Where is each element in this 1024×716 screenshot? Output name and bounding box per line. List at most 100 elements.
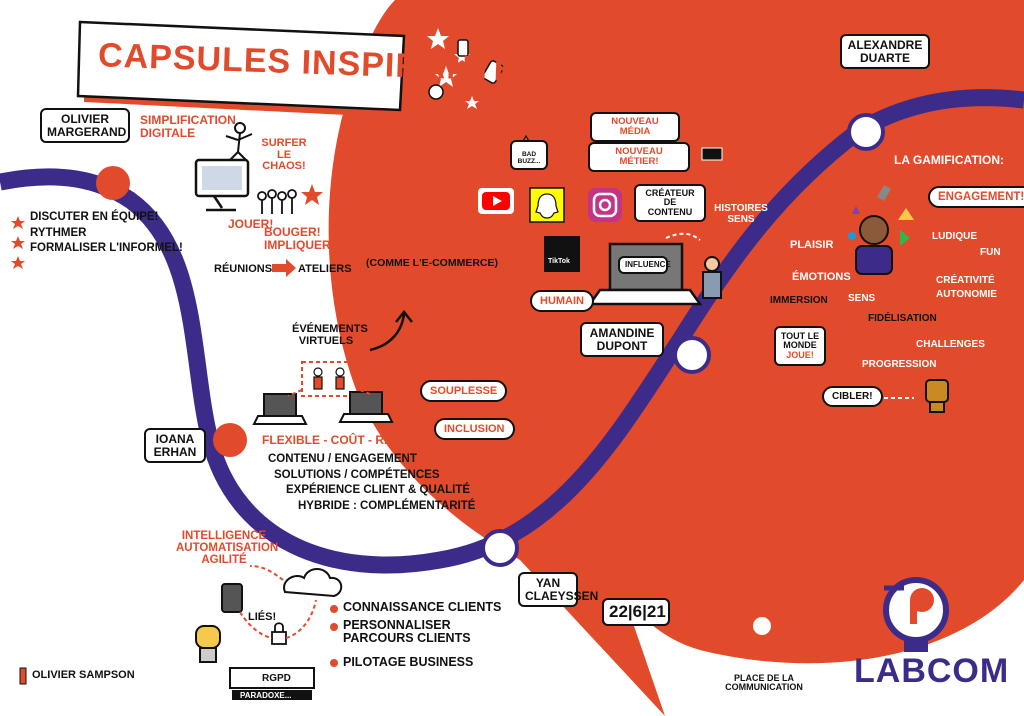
speaker-amandine: AMANDINE DUPONT [580, 322, 664, 358]
word-emotions: ÉMOTIONS [792, 271, 851, 283]
humain-pill: HUMAIN [530, 290, 594, 312]
word-challenges: CHALLENGES [916, 339, 985, 350]
scale-icon [229, 667, 315, 700]
reunions-label: RÉUNIONS [214, 263, 273, 275]
bullet-dots [330, 605, 338, 667]
nouveau-media-note: NOUVEAU MÉDIA [590, 112, 680, 142]
snapchat-icon [529, 187, 565, 223]
trophy-icon [925, 379, 949, 413]
nouveau-metier-note: NOUVEAU MÉTIER! [588, 142, 690, 172]
rgpd-label: RGPD [262, 673, 291, 684]
node-olivier [96, 166, 130, 200]
crowd-icon [257, 189, 297, 214]
ateliers-label: ATELIERS [298, 263, 352, 275]
game-shapes-icon [848, 184, 914, 246]
pen-icon [19, 667, 27, 685]
evenements-label: ÉVÉNEMENTS VIRTUELS [292, 323, 368, 347]
word-sens: SENS [848, 293, 876, 304]
paradoxe-label: PARADOXE... [240, 691, 292, 700]
tablet-icon [221, 583, 243, 613]
histoires-label: HISTOIRES SENS [714, 203, 768, 225]
star-icon [11, 236, 25, 249]
bad-buzz-note: BAD BUZZ... [510, 140, 548, 170]
laptop-right-icon [338, 391, 394, 423]
intelligence-label: INTELLIGENCE AUTOMATISATION AGILITÉ [176, 530, 279, 567]
tout-le-monde-text: TOUT LE MONDE [780, 331, 820, 351]
people-icon [313, 367, 345, 390]
list-item: RYTHMER [30, 226, 87, 239]
word-plaisir: PLAISIR [790, 239, 834, 251]
lies-label: LIÉS! [248, 611, 277, 623]
cibler-pill: CIBLER! [822, 386, 883, 407]
speaker-yan: YAN CLAEYSSEN [518, 572, 598, 608]
speaker-ioana: IOANA ERHAN [144, 428, 206, 464]
date-badge: 22|6|21 [602, 598, 670, 626]
flexible-label: FLEXIBLE - COÛT - REACH [262, 433, 418, 447]
gamification-label: LA GAMIFICATION: [894, 153, 1004, 167]
timeline-curve [0, 89, 1024, 574]
arrow-right-icon [272, 259, 296, 277]
cloud-icon [283, 568, 343, 598]
tiktok-label: TikTok [548, 258, 570, 265]
node-alexandre [847, 113, 885, 151]
dashed-connectors [287, 389, 371, 397]
surfer-figure-icon [225, 122, 253, 161]
list-item: SOLUTIONS / COMPÉTENCES [274, 468, 440, 481]
star-icon [11, 256, 25, 269]
jouer-label: JOUER! [228, 217, 274, 231]
usb-stick-icon [457, 39, 504, 84]
createur-note: CRÉATEUR DE CONTENU [634, 184, 706, 223]
place-logo-mark [740, 608, 784, 656]
ecommerce-label: (COMME L'E-COMMERCE) [366, 257, 498, 269]
inclusion-pill: INCLUSION [434, 418, 515, 440]
person-icon [702, 256, 722, 299]
word-fun: FUN [980, 247, 1001, 258]
lightbulb-icon [428, 84, 444, 100]
word-creativite: CRÉATIVITÉ [936, 275, 995, 286]
olivier-list: DISCUTER EN ÉQUIPE! RYTHMER FORMALISER L… [30, 210, 183, 257]
star-icon [301, 184, 323, 205]
word-ludique: LUDIQUE [932, 231, 977, 242]
influence-screen: INFLUENCE [618, 256, 671, 275]
lock-icon [271, 622, 287, 645]
speaker-olivier: OLIVIER MARGERAND [40, 108, 130, 144]
title-banner-shape [76, 20, 412, 118]
node-ioana [213, 423, 247, 457]
lightbulb-large-icon [195, 625, 221, 663]
dashed-links [239, 565, 317, 639]
word-progression: PROGRESSION [862, 359, 937, 370]
list-item: CONTENU / ENGAGEMENT [268, 453, 417, 465]
yan-item-1: CONNAISSANCE CLIENTS [343, 600, 502, 614]
engagement-pill: ENGAGEMENT! [928, 186, 1024, 208]
place-logo-text: PLACE DE LA COMMUNICATION [725, 673, 803, 693]
node-amandine [673, 336, 711, 374]
surfer-label: SURFER LE CHAOS! [261, 137, 307, 173]
souplesse-pill: SOUPLESSE [420, 380, 508, 402]
list-item: FORMALISER L'INFORMEL! [30, 242, 183, 255]
word-fidelisation: FIDÉLISATION [868, 313, 937, 324]
simplification-label: SIMPLIFICATION DIGITALE [140, 113, 236, 140]
dashed-arrow [665, 232, 701, 241]
bouger-label: BOUGER! IMPLIQUER! [264, 225, 335, 252]
instagram-icon [588, 188, 622, 222]
film-icon [701, 147, 723, 161]
tout-le-monde-note: TOUT LE MONDE JOUE! [774, 326, 826, 367]
author-signature: OLIVIER SAMPSON [32, 669, 135, 681]
hausse-label: EN HAUSSE ET POUR LONGTEMPS [370, 273, 476, 295]
list-item: DISCUTER EN ÉQUIPE! [30, 211, 159, 223]
youtube-icon [478, 188, 514, 214]
labcom-logo-text: LABCOM [854, 652, 1010, 690]
speaker-alexandre: ALEXANDRE DUARTE [840, 34, 930, 70]
word-immersion: IMMERSION [770, 295, 828, 306]
yan-item-2: PERSONNALISER PARCOURS CLIENTS [343, 618, 471, 646]
list-item: EXPÉRIENCE CLIENT & QUALITÉ [286, 484, 471, 497]
curved-arrow-icon [369, 309, 413, 352]
star-icon [11, 216, 25, 229]
virtual-event-frame [301, 361, 361, 397]
labcom-bulb-icon [883, 577, 949, 652]
node-yan [481, 529, 519, 567]
monitor-icon [194, 158, 250, 212]
tiktok-icon [544, 236, 580, 272]
